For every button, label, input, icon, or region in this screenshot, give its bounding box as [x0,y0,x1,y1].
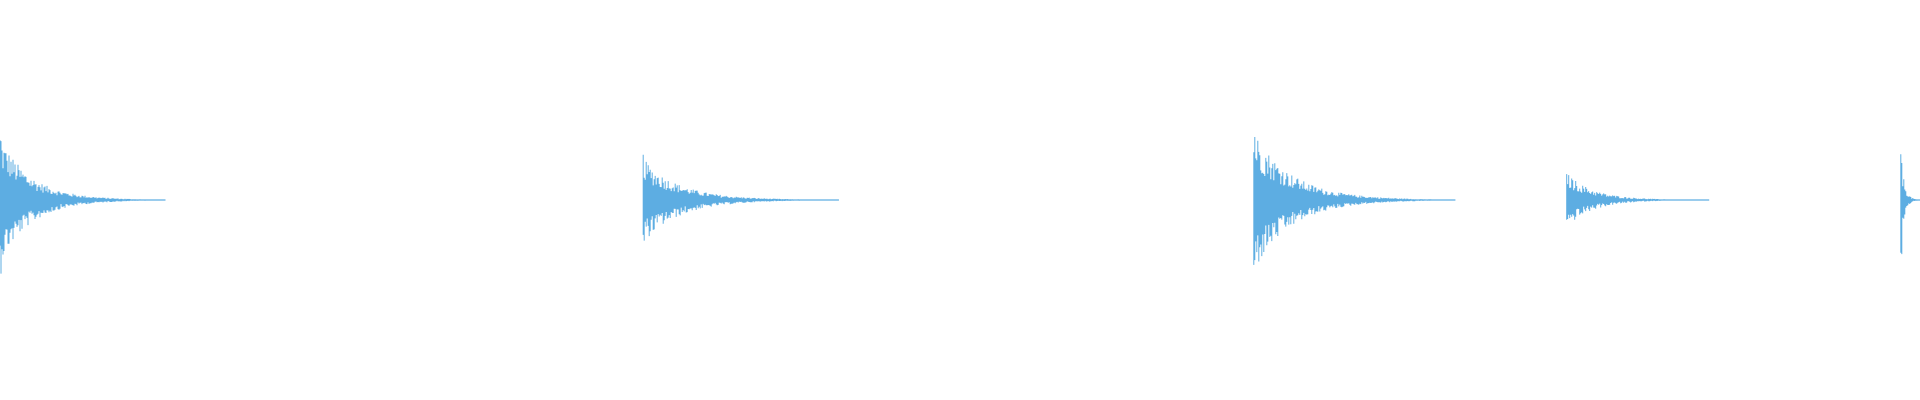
waveform-transient-2 [642,154,839,241]
waveform-transient-3 [1253,137,1456,265]
waveform-transient-4 [1566,174,1710,220]
waveform-transient-4-body [1566,174,1710,220]
waveform-transient-3-body [1253,137,1456,265]
waveform-transient-5 [1900,154,1920,255]
waveform-transient-1 [0,140,166,274]
waveform-transient-2-body [642,154,839,241]
waveform-transient-1-body [0,140,166,274]
waveform-transient-5-body [1900,154,1920,255]
